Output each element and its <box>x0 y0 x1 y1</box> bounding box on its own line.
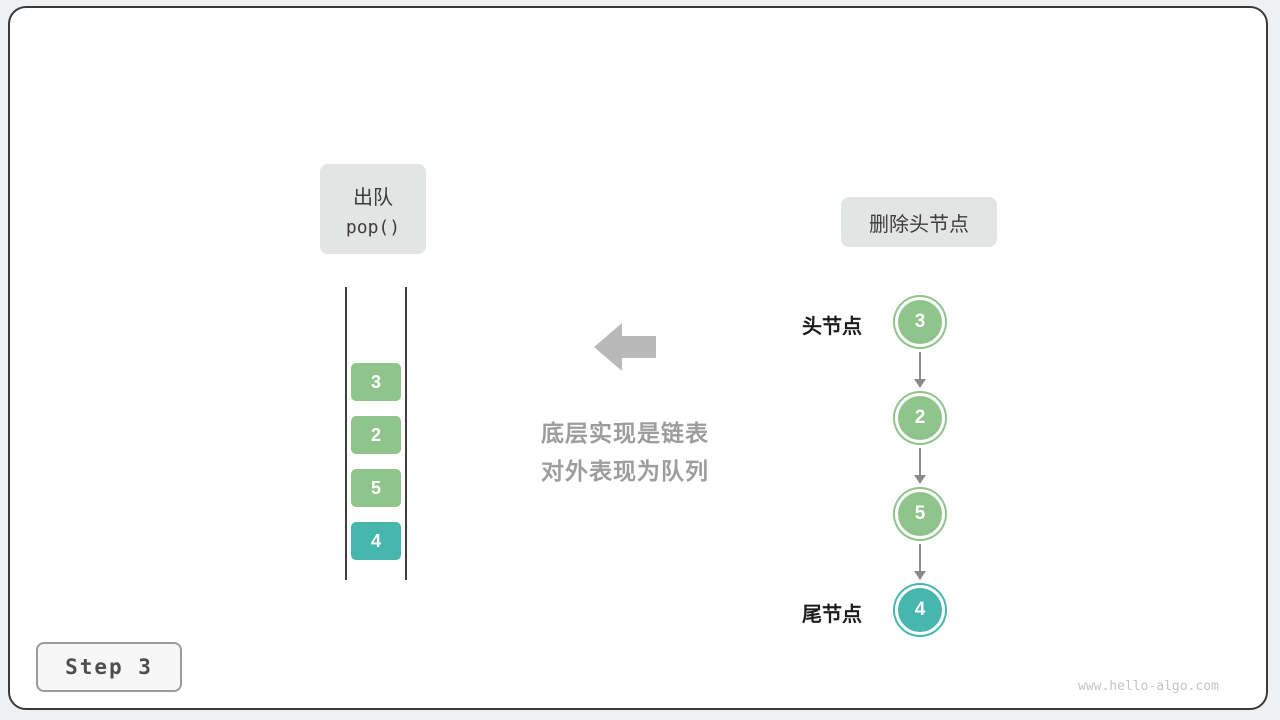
list-node-disk: 5 <box>895 489 945 539</box>
action-label-box: 删除头节点 <box>841 197 997 247</box>
action-label-text: 删除头节点 <box>869 213 969 236</box>
queue-item-value: 5 <box>370 477 381 498</box>
left-arrow-shaft <box>622 336 656 358</box>
list-node-value: 5 <box>914 503 926 524</box>
arrow-shaft <box>919 448 921 476</box>
list-node: 3 <box>893 295 947 349</box>
queue-item-value: 4 <box>370 530 381 551</box>
list-node: 2 <box>893 391 947 445</box>
queue-item-value: 3 <box>370 371 381 392</box>
step-badge: Step 3 <box>36 642 182 692</box>
card-background <box>8 6 1268 710</box>
tail-node-label: 尾节点 <box>802 604 862 626</box>
list-node-value: 4 <box>914 599 926 620</box>
head-node-label: 头节点 <box>802 316 862 338</box>
queue-item: 3 <box>351 363 401 401</box>
arrow-down-icon <box>912 352 928 389</box>
queue-item: 5 <box>351 469 401 507</box>
arrow-head <box>914 475 926 484</box>
list-node-disk: 4 <box>895 585 945 635</box>
explanation-line-2: 对外表现为队列 <box>541 458 709 484</box>
left-arrow-icon <box>594 323 658 371</box>
list-node: 4 <box>893 583 947 637</box>
list-node: 5 <box>893 487 947 541</box>
explanation-line-1: 底层实现是链表 <box>541 420 709 446</box>
arrow-shaft <box>919 544 921 572</box>
list-node-disk: 3 <box>895 297 945 347</box>
arrow-head <box>914 379 926 388</box>
arrow-head <box>914 571 926 580</box>
operation-title: 出队 <box>353 186 393 209</box>
arrow-down-icon <box>912 448 928 485</box>
operation-label-box: 出队 pop() <box>320 164 426 254</box>
queue-item-value: 2 <box>370 424 381 445</box>
queue-item: 2 <box>351 416 401 454</box>
left-arrow-head <box>594 323 622 371</box>
list-node-value: 2 <box>914 407 926 428</box>
queue-rail-left <box>345 287 347 580</box>
queue-rail-right <box>405 287 407 580</box>
operation-code: pop() <box>345 216 401 238</box>
watermark: www.hello-algo.com <box>1078 679 1219 694</box>
arrow-shaft <box>919 352 921 380</box>
list-node-value: 3 <box>914 311 926 332</box>
queue-item: 4 <box>351 522 401 560</box>
step-badge-text: Step 3 <box>65 655 153 679</box>
list-node-disk: 2 <box>895 393 945 443</box>
arrow-down-icon <box>912 544 928 581</box>
